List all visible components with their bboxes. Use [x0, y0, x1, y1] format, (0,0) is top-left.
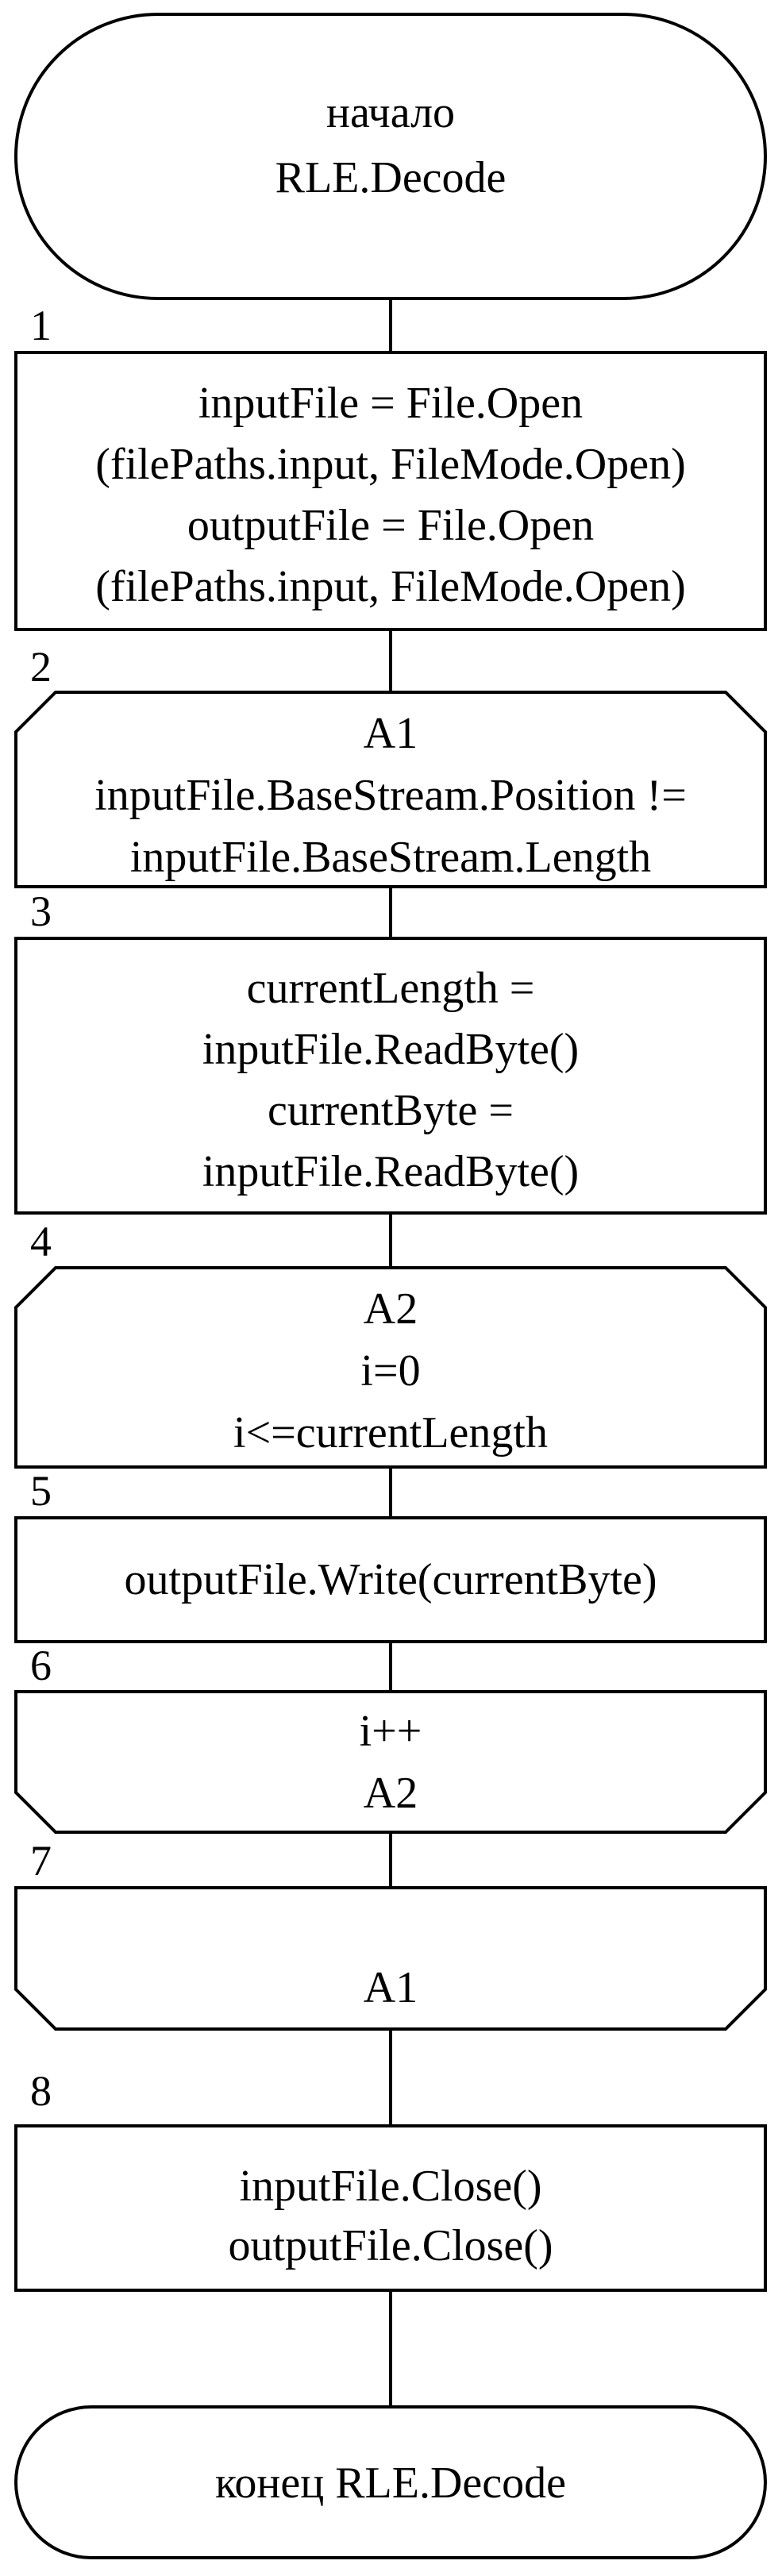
loop-end-shape [14, 1886, 767, 2031]
block-number: 4 [30, 1218, 52, 1265]
block-text-line: currentByte = [268, 1086, 514, 1135]
block-number: 2 [30, 643, 52, 691]
block-text-line: A1 [364, 709, 418, 758]
block-3-process: 3 currentLength = inputFile.ReadByte() c… [14, 888, 767, 1215]
start-label-line-1: начало [326, 88, 455, 137]
end-label: конец RLE.Decode [215, 2459, 566, 2508]
block-text-line: outputFile.Write(currentByte) [124, 1555, 657, 1604]
block-text-line: inputFile.Close() [239, 2162, 541, 2211]
block-text-line: outputFile = File.Open [187, 501, 594, 550]
start-terminator: начало RLE.Decode [14, 13, 767, 300]
block-text-line: inputFile = File.Open [198, 379, 583, 428]
start-label-line-2: RLE.Decode [275, 153, 507, 202]
block-text-line: currentLength = [247, 964, 535, 1013]
loop-end-shape [14, 1690, 767, 1834]
block-text-line: i<=currentLength [233, 1408, 548, 1457]
block-text-line: i++ [360, 1707, 422, 1756]
block-number: 6 [30, 1642, 52, 1689]
process-box [14, 351, 767, 631]
block-text-line: (filePaths.input, FileMode.Open) [95, 440, 685, 489]
block-2-loop-start: 2 A1 inputFile.BaseStream.Position != in… [14, 643, 767, 888]
block-text-line: inputFile.ReadByte() [202, 1025, 579, 1074]
block-text-line: A2 [364, 1769, 418, 1818]
block-number: 5 [30, 1467, 52, 1515]
end-shape [14, 2405, 767, 2559]
block-7-loop-end: 7 A1 [14, 1837, 767, 2031]
block-4-loop-start: 4 A2 i=0 i<=currentLength [14, 1218, 767, 1469]
process-box [14, 937, 767, 1215]
loop-start-shape [14, 1266, 767, 1469]
block-text-line: inputFile.ReadByte() [202, 1147, 579, 1196]
block-number: 1 [30, 302, 52, 349]
process-box [14, 1516, 767, 1643]
block-text-line: A1 [364, 1963, 418, 2012]
block-8-process: 8 inputFile.Close() outputFile.Close() [14, 2067, 767, 2292]
block-5-process: 5 outputFile.Write(currentByte) [14, 1467, 767, 1643]
end-terminator: конец RLE.Decode [14, 2405, 767, 2559]
block-1-process: 1 inputFile = File.Open (filePaths.input… [14, 302, 767, 631]
block-text-line: i=0 [360, 1346, 420, 1396]
process-box [14, 2124, 767, 2292]
block-text-line: (filePaths.input, FileMode.Open) [95, 562, 685, 611]
block-text-line: inputFile.BaseStream.Length [130, 833, 651, 882]
start-shape [14, 13, 767, 300]
loop-start-shape [14, 691, 767, 888]
block-number: 3 [30, 888, 52, 935]
block-text-line: A2 [364, 1284, 418, 1334]
block-number: 8 [30, 2067, 52, 2115]
block-number: 7 [30, 1837, 52, 1885]
block-text-line: outputFile.Close() [228, 2221, 553, 2270]
block-text-line: inputFile.BaseStream.Position != [94, 771, 687, 820]
block-6-loop-end: 6 i++ A2 [14, 1642, 767, 1834]
